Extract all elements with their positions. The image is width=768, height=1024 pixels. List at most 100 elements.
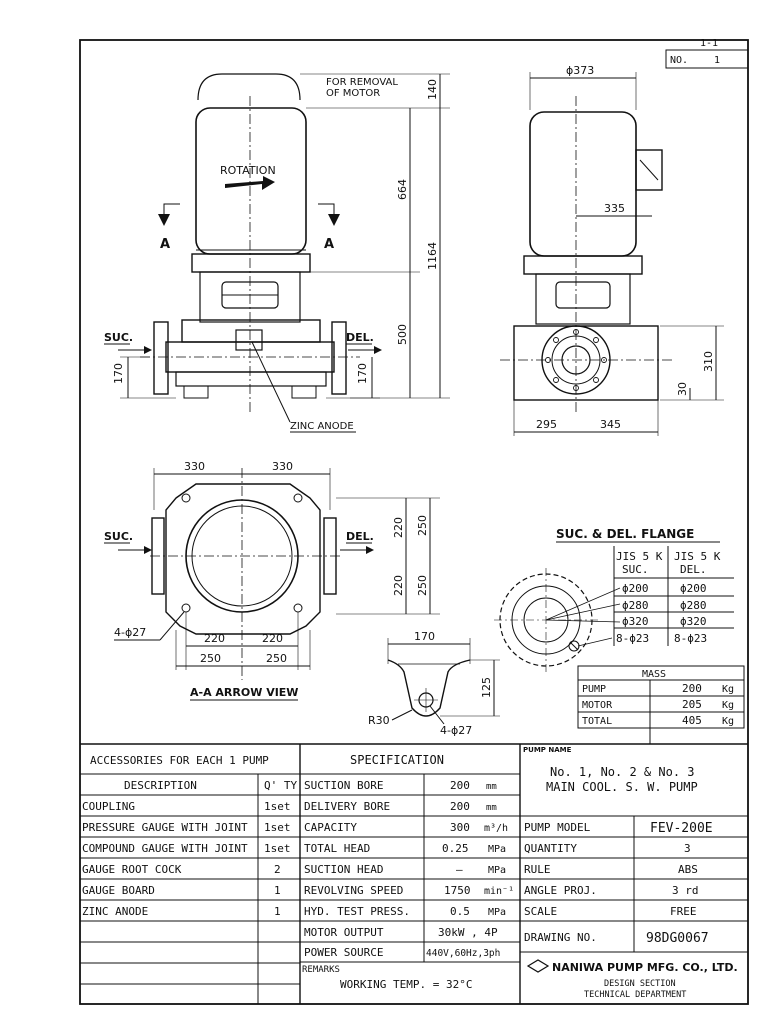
quantity-value: 3 xyxy=(684,842,691,855)
flange-head-del: DEL. xyxy=(680,563,707,576)
motor-stool-flange xyxy=(191,253,311,273)
angle-proj-value: 3 rd xyxy=(672,884,699,897)
del-label-plan: DEL. xyxy=(346,530,374,543)
spec-value: 30kW , 4P xyxy=(438,926,498,939)
spec-item: SUCTION HEAD xyxy=(304,863,383,876)
accessory-desc: COMPOUND GAUGE WITH JOINT xyxy=(82,842,248,855)
dim-1164: 1164 xyxy=(426,242,439,270)
flange-cell: ϕ280 xyxy=(680,599,707,612)
pump-base xyxy=(175,371,327,387)
mass-item: MOTOR xyxy=(582,700,613,711)
dim-220-right: 220 xyxy=(262,632,283,645)
mass-item: TOTAL xyxy=(582,716,612,727)
design-section: DESIGN SECTION xyxy=(604,979,676,989)
title-label: QUANTITY xyxy=(524,842,577,855)
base-plate-outline xyxy=(165,483,321,635)
dim-250-lower: 250 xyxy=(416,575,429,596)
accessory-qty: 1set xyxy=(264,842,291,855)
dim-295: 295 xyxy=(536,418,557,431)
dim-664: 664 xyxy=(396,179,409,200)
accessories-title: ACCESSORIES FOR EACH 1 PUMP xyxy=(90,754,269,767)
spec-value: 200 xyxy=(450,800,470,813)
flange-cell: 8-ϕ23 xyxy=(674,632,707,645)
pump-model-value: FEV-200E xyxy=(650,821,713,836)
terminal-box xyxy=(635,149,663,191)
dim-30: 30 xyxy=(676,382,689,396)
flange-cell: 8-ϕ23 xyxy=(616,632,649,645)
sheet-frame xyxy=(79,39,749,1005)
side-view: ϕ373 335 295 345 310 30 xyxy=(500,64,724,436)
dim-330-right: 330 xyxy=(272,460,293,473)
delivery-flange xyxy=(331,321,347,395)
flange-cell: ϕ280 xyxy=(622,599,649,612)
remarks-label: REMARKS xyxy=(302,965,340,975)
spec-item: CAPACITY xyxy=(304,821,357,834)
spec-unit: m³/h xyxy=(484,823,508,834)
flange-title: SUC. & DEL. FLANGE xyxy=(556,527,694,541)
dim-335: 335 xyxy=(604,202,625,215)
zinc-anode-callout: ZINC ANODE xyxy=(290,421,354,432)
dim-345: 345 xyxy=(600,418,621,431)
mass-unit: Kg xyxy=(722,716,734,727)
dim-310: 310 xyxy=(702,351,715,372)
spec-item: MOTOR OUTPUT xyxy=(304,926,384,939)
mass-table: MASS PUMP 200 Kg MOTOR 205 Kg TOTAL 405 … xyxy=(577,665,745,744)
remarks-text: WORKING TEMP. = 32°C xyxy=(340,978,472,991)
flange-cell: ϕ320 xyxy=(622,615,649,628)
suction-flange xyxy=(153,321,169,395)
company-name: NANIWA PUMP MFG. CO., LTD. xyxy=(552,961,738,974)
foot-dim-125: 125 xyxy=(480,677,493,698)
accessory-desc: ZINC ANODE xyxy=(82,905,148,918)
front-elevation: ROTATION A A SUC. DEL. 170 xyxy=(104,73,450,433)
spec-unit: mm xyxy=(486,782,497,792)
page-ref: 1-1 xyxy=(700,38,718,49)
foot-outline xyxy=(387,659,471,717)
scale-value: FREE xyxy=(670,905,697,918)
dim-140: 140 xyxy=(426,79,439,100)
pump-casing-top xyxy=(181,319,321,343)
flange-section: SUC. & DEL. FLANGE JIS 5 K SUC. JIS 5 K … xyxy=(494,527,734,672)
sheet-no-label: NO. xyxy=(670,55,688,66)
zinc-anode-part xyxy=(235,329,263,351)
dim-500: 500 xyxy=(396,324,409,345)
side-casing xyxy=(513,325,659,401)
flange-cell: ϕ200 xyxy=(622,582,649,595)
accessory-desc: GAUGE ROOT COCK xyxy=(82,863,182,876)
flange-cell: ϕ200 xyxy=(680,582,707,595)
accessory-qty: 1set xyxy=(264,821,291,834)
accessory-desc: GAUGE BOARD xyxy=(82,884,155,897)
foot-dim-170: 170 xyxy=(414,630,435,643)
dim-170-left: 170 xyxy=(112,363,125,384)
spec-value: 0.5 xyxy=(450,905,470,918)
accessory-desc: COUPLING xyxy=(82,800,135,813)
spec-value: 300 xyxy=(450,821,470,834)
rule-value: ABS xyxy=(678,863,698,876)
flange-head-suc: SUC. xyxy=(622,563,649,576)
spec-item: HYD. TEST PRESS. xyxy=(304,905,410,918)
spec-unit: mm xyxy=(486,803,497,813)
dim-170-right: 170 xyxy=(356,363,369,384)
spec-value: 440V,60Hz,3ph xyxy=(426,948,500,959)
dim-220-upper: 220 xyxy=(392,517,405,538)
company-logo-icon xyxy=(526,959,550,973)
spec-value: 1750 xyxy=(444,884,471,897)
suc-label-plan: SUC. xyxy=(104,530,133,543)
mass-item: PUMP xyxy=(582,684,606,695)
spec-item: SUCTION BORE xyxy=(304,779,383,792)
del-label-elev: DEL. xyxy=(346,331,374,344)
flange-cell: ϕ320 xyxy=(680,615,707,628)
spec-unit: MPa xyxy=(488,844,506,855)
dim-250-right: 250 xyxy=(266,652,287,665)
accessory-qty: 1 xyxy=(274,905,281,918)
title-label: SCALE xyxy=(524,905,557,918)
pump-name-line-1: No. 1, No. 2 & No. 3 xyxy=(550,765,695,779)
mass-value: 405 xyxy=(682,714,702,727)
spec-unit: min⁻¹ xyxy=(484,886,514,897)
pump-name-label: PUMP NAME xyxy=(523,746,572,754)
spec-value: — xyxy=(456,863,463,876)
bottom-tables: ACCESSORIES FOR EACH 1 PUMP DESCRIPTION … xyxy=(80,743,748,1004)
title-label: ANGLE PROJ. xyxy=(524,884,597,897)
spec-item: REVOLVING SPEED xyxy=(304,884,403,897)
suc-label-elev: SUC. xyxy=(104,331,133,344)
bolt-callout-plan: 4-ϕ27 xyxy=(114,626,146,639)
